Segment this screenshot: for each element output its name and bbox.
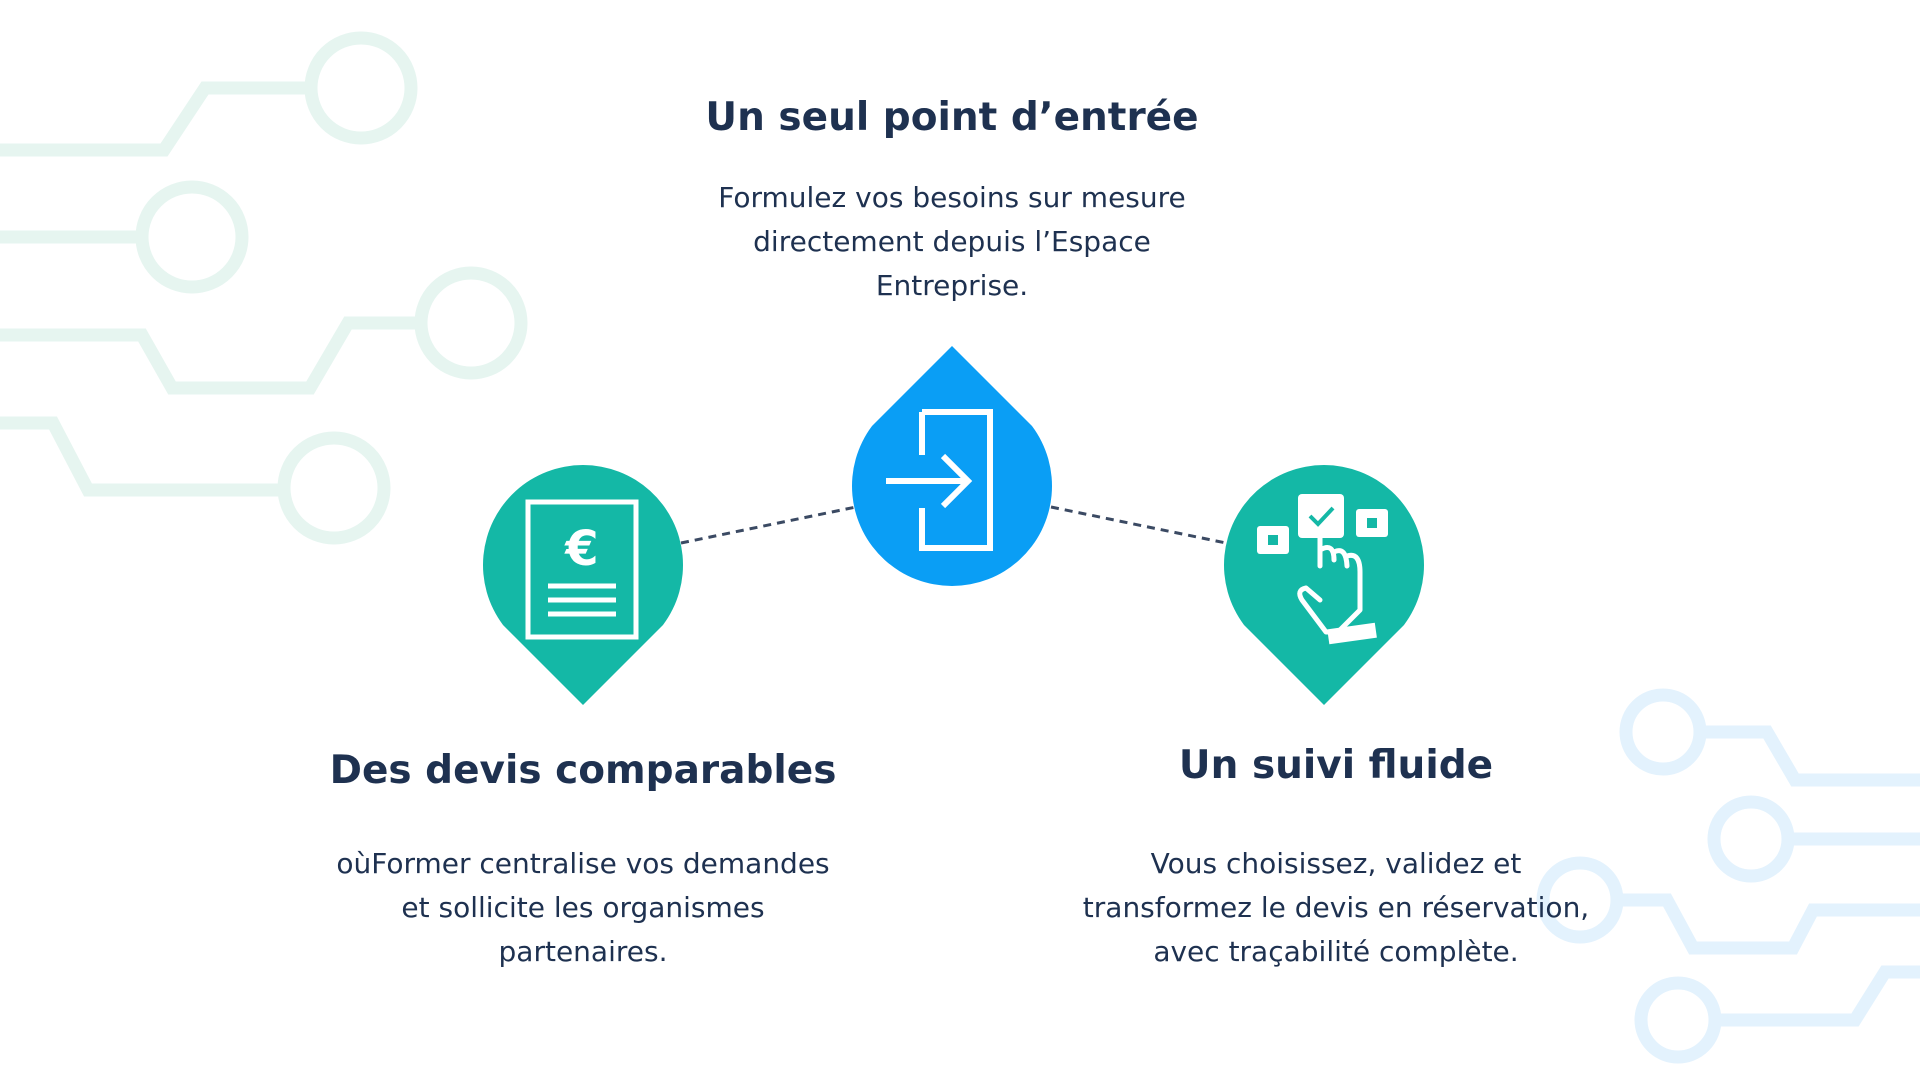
enter-door-icon [886, 409, 993, 551]
euro-symbol: € [564, 521, 598, 577]
euro-invoice-icon [525, 499, 639, 640]
node-left-title: Des devis comparables [329, 748, 837, 793]
pin-top [852, 346, 1052, 586]
node-left-description: oùFormer centralise vos demandes et soll… [336, 842, 829, 974]
connector-right [1050, 505, 1227, 545]
node-top-line-2: directement depuis l’Espace [753, 225, 1151, 258]
pin-left: € [483, 465, 683, 705]
circuit-decoration-left [0, 31, 528, 545]
node-left-line-2: et sollicite les organismes [401, 891, 765, 924]
node-left-line-3: partenaires. [498, 935, 668, 968]
connector-left [680, 505, 857, 545]
node-right-title: Un suivi fluide [1178, 743, 1494, 788]
circuit-decoration-right [1536, 688, 1920, 1064]
pin-right [1224, 465, 1424, 705]
node-right-line-1: Vous choisissez, validez et [1150, 847, 1522, 880]
node-top-line-1: Formulez vos besoins sur mesure [718, 181, 1186, 214]
node-top-title: Un seul point d’entrée [705, 95, 1199, 140]
node-top-description: Formulez vos besoins sur mesure directem… [718, 176, 1186, 308]
node-right-line-2: transformez le devis en réservation, [1082, 891, 1590, 924]
node-top-line-3: Entreprise. [875, 269, 1029, 302]
hand-select-checkbox-icon [1257, 494, 1388, 645]
node-left-line-1: oùFormer centralise vos demandes [336, 847, 830, 880]
node-right-line-3: avec traçabilité complète. [1153, 935, 1519, 968]
node-right-description: Vous choisissez, validez et transformez … [1083, 842, 1589, 974]
